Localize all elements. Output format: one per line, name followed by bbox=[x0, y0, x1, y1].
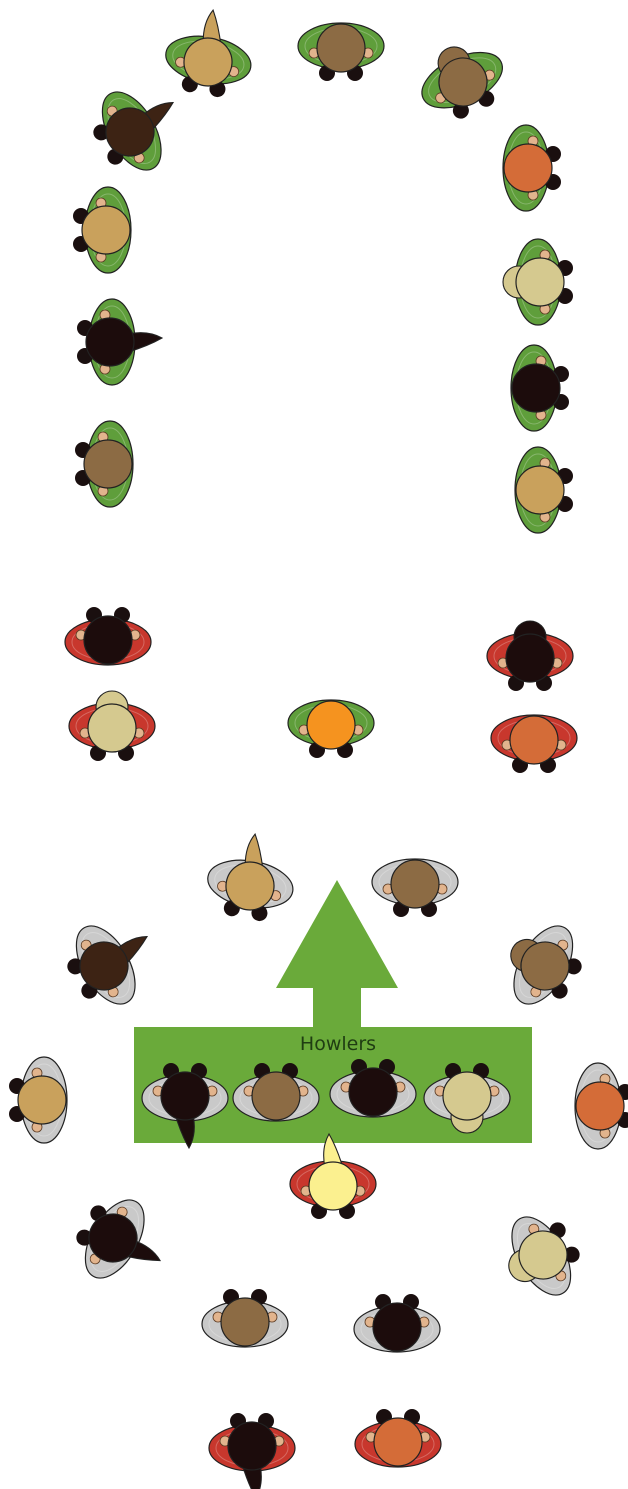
person-top-view-icon bbox=[77, 298, 164, 386]
head-shape bbox=[511, 363, 561, 413]
head-shape bbox=[505, 633, 555, 683]
person-top-view-icon bbox=[574, 1062, 628, 1150]
boot-shape bbox=[93, 124, 110, 141]
person-top-view-icon bbox=[421, 46, 503, 119]
head-shape bbox=[503, 143, 553, 193]
head-shape bbox=[17, 1075, 67, 1125]
head-shape bbox=[81, 205, 131, 255]
arrow-up-icon-shape bbox=[276, 880, 398, 1027]
person-top-view-icon bbox=[490, 714, 578, 773]
boot-shape bbox=[76, 1229, 93, 1246]
boot-shape bbox=[563, 1246, 580, 1263]
hair-tail-shape bbox=[241, 1463, 262, 1489]
person-top-view-icon bbox=[353, 1294, 441, 1353]
hair-tail-shape bbox=[127, 332, 164, 353]
people-layer bbox=[9, 9, 628, 1489]
person-top-view-icon bbox=[75, 420, 134, 508]
person-top-view-icon bbox=[207, 833, 294, 922]
head-shape bbox=[105, 107, 155, 157]
arrow-up-icon bbox=[276, 880, 398, 1027]
howlers-label: Howlers bbox=[300, 1033, 376, 1055]
head-shape bbox=[518, 1230, 568, 1280]
head-shape bbox=[509, 715, 559, 765]
head-shape bbox=[79, 941, 129, 991]
person-top-view-icon bbox=[208, 1413, 296, 1489]
head-shape bbox=[515, 257, 565, 307]
person-top-view-icon bbox=[201, 1289, 289, 1348]
person-top-view-icon bbox=[423, 1063, 511, 1134]
person-top-view-icon bbox=[73, 186, 132, 274]
head-shape bbox=[348, 1067, 398, 1117]
person-top-view-icon bbox=[514, 446, 573, 534]
person-top-view-icon bbox=[297, 22, 385, 81]
boot-shape bbox=[452, 102, 469, 119]
head-shape bbox=[225, 861, 275, 911]
head-shape bbox=[373, 1417, 423, 1467]
person-top-view-icon bbox=[67, 925, 148, 1005]
person-top-view-icon bbox=[486, 620, 574, 691]
hair-tail-shape bbox=[174, 1113, 195, 1150]
person-top-view-icon bbox=[165, 9, 252, 98]
head-shape bbox=[306, 700, 356, 750]
head-shape bbox=[83, 615, 133, 665]
person-top-view-icon bbox=[508, 1216, 580, 1296]
head-shape bbox=[220, 1297, 270, 1347]
head-shape bbox=[160, 1071, 210, 1121]
person-top-view-icon bbox=[287, 699, 375, 758]
head-shape bbox=[575, 1081, 625, 1131]
boot-shape bbox=[565, 958, 582, 975]
head-shape bbox=[85, 317, 135, 367]
person-top-view-icon bbox=[93, 91, 174, 171]
boot-shape bbox=[67, 958, 84, 975]
person-top-view-icon bbox=[141, 1063, 229, 1150]
person-top-view-icon bbox=[502, 238, 573, 326]
head-shape bbox=[515, 465, 565, 515]
head-shape bbox=[83, 439, 133, 489]
head-shape bbox=[308, 1161, 358, 1211]
person-top-view-icon bbox=[232, 1063, 320, 1122]
hair-tail-shape bbox=[202, 9, 222, 47]
hair-tail-shape bbox=[244, 833, 264, 871]
person-top-view-icon bbox=[354, 1409, 442, 1468]
person-top-view-icon bbox=[76, 1199, 161, 1279]
head-shape bbox=[88, 1213, 138, 1263]
head-shape bbox=[227, 1421, 277, 1471]
hair-tail-shape bbox=[323, 1132, 344, 1169]
head-shape bbox=[442, 1071, 492, 1121]
head-shape bbox=[183, 37, 233, 87]
person-top-view-icon bbox=[502, 124, 561, 212]
person-top-view-icon bbox=[289, 1132, 377, 1219]
head-shape bbox=[316, 23, 366, 73]
person-top-view-icon bbox=[510, 925, 582, 1005]
head-shape bbox=[372, 1302, 422, 1352]
person-top-view-icon bbox=[510, 344, 569, 432]
head-shape bbox=[87, 703, 137, 753]
person-top-view-icon bbox=[371, 858, 459, 917]
head-shape bbox=[251, 1071, 301, 1121]
person-top-view-icon bbox=[9, 1056, 68, 1144]
head-shape bbox=[390, 859, 440, 909]
person-top-view-icon bbox=[64, 607, 152, 666]
head-shape bbox=[438, 57, 488, 107]
person-top-view-icon bbox=[68, 690, 156, 761]
person-top-view-icon bbox=[329, 1059, 417, 1118]
head-shape bbox=[520, 941, 570, 991]
